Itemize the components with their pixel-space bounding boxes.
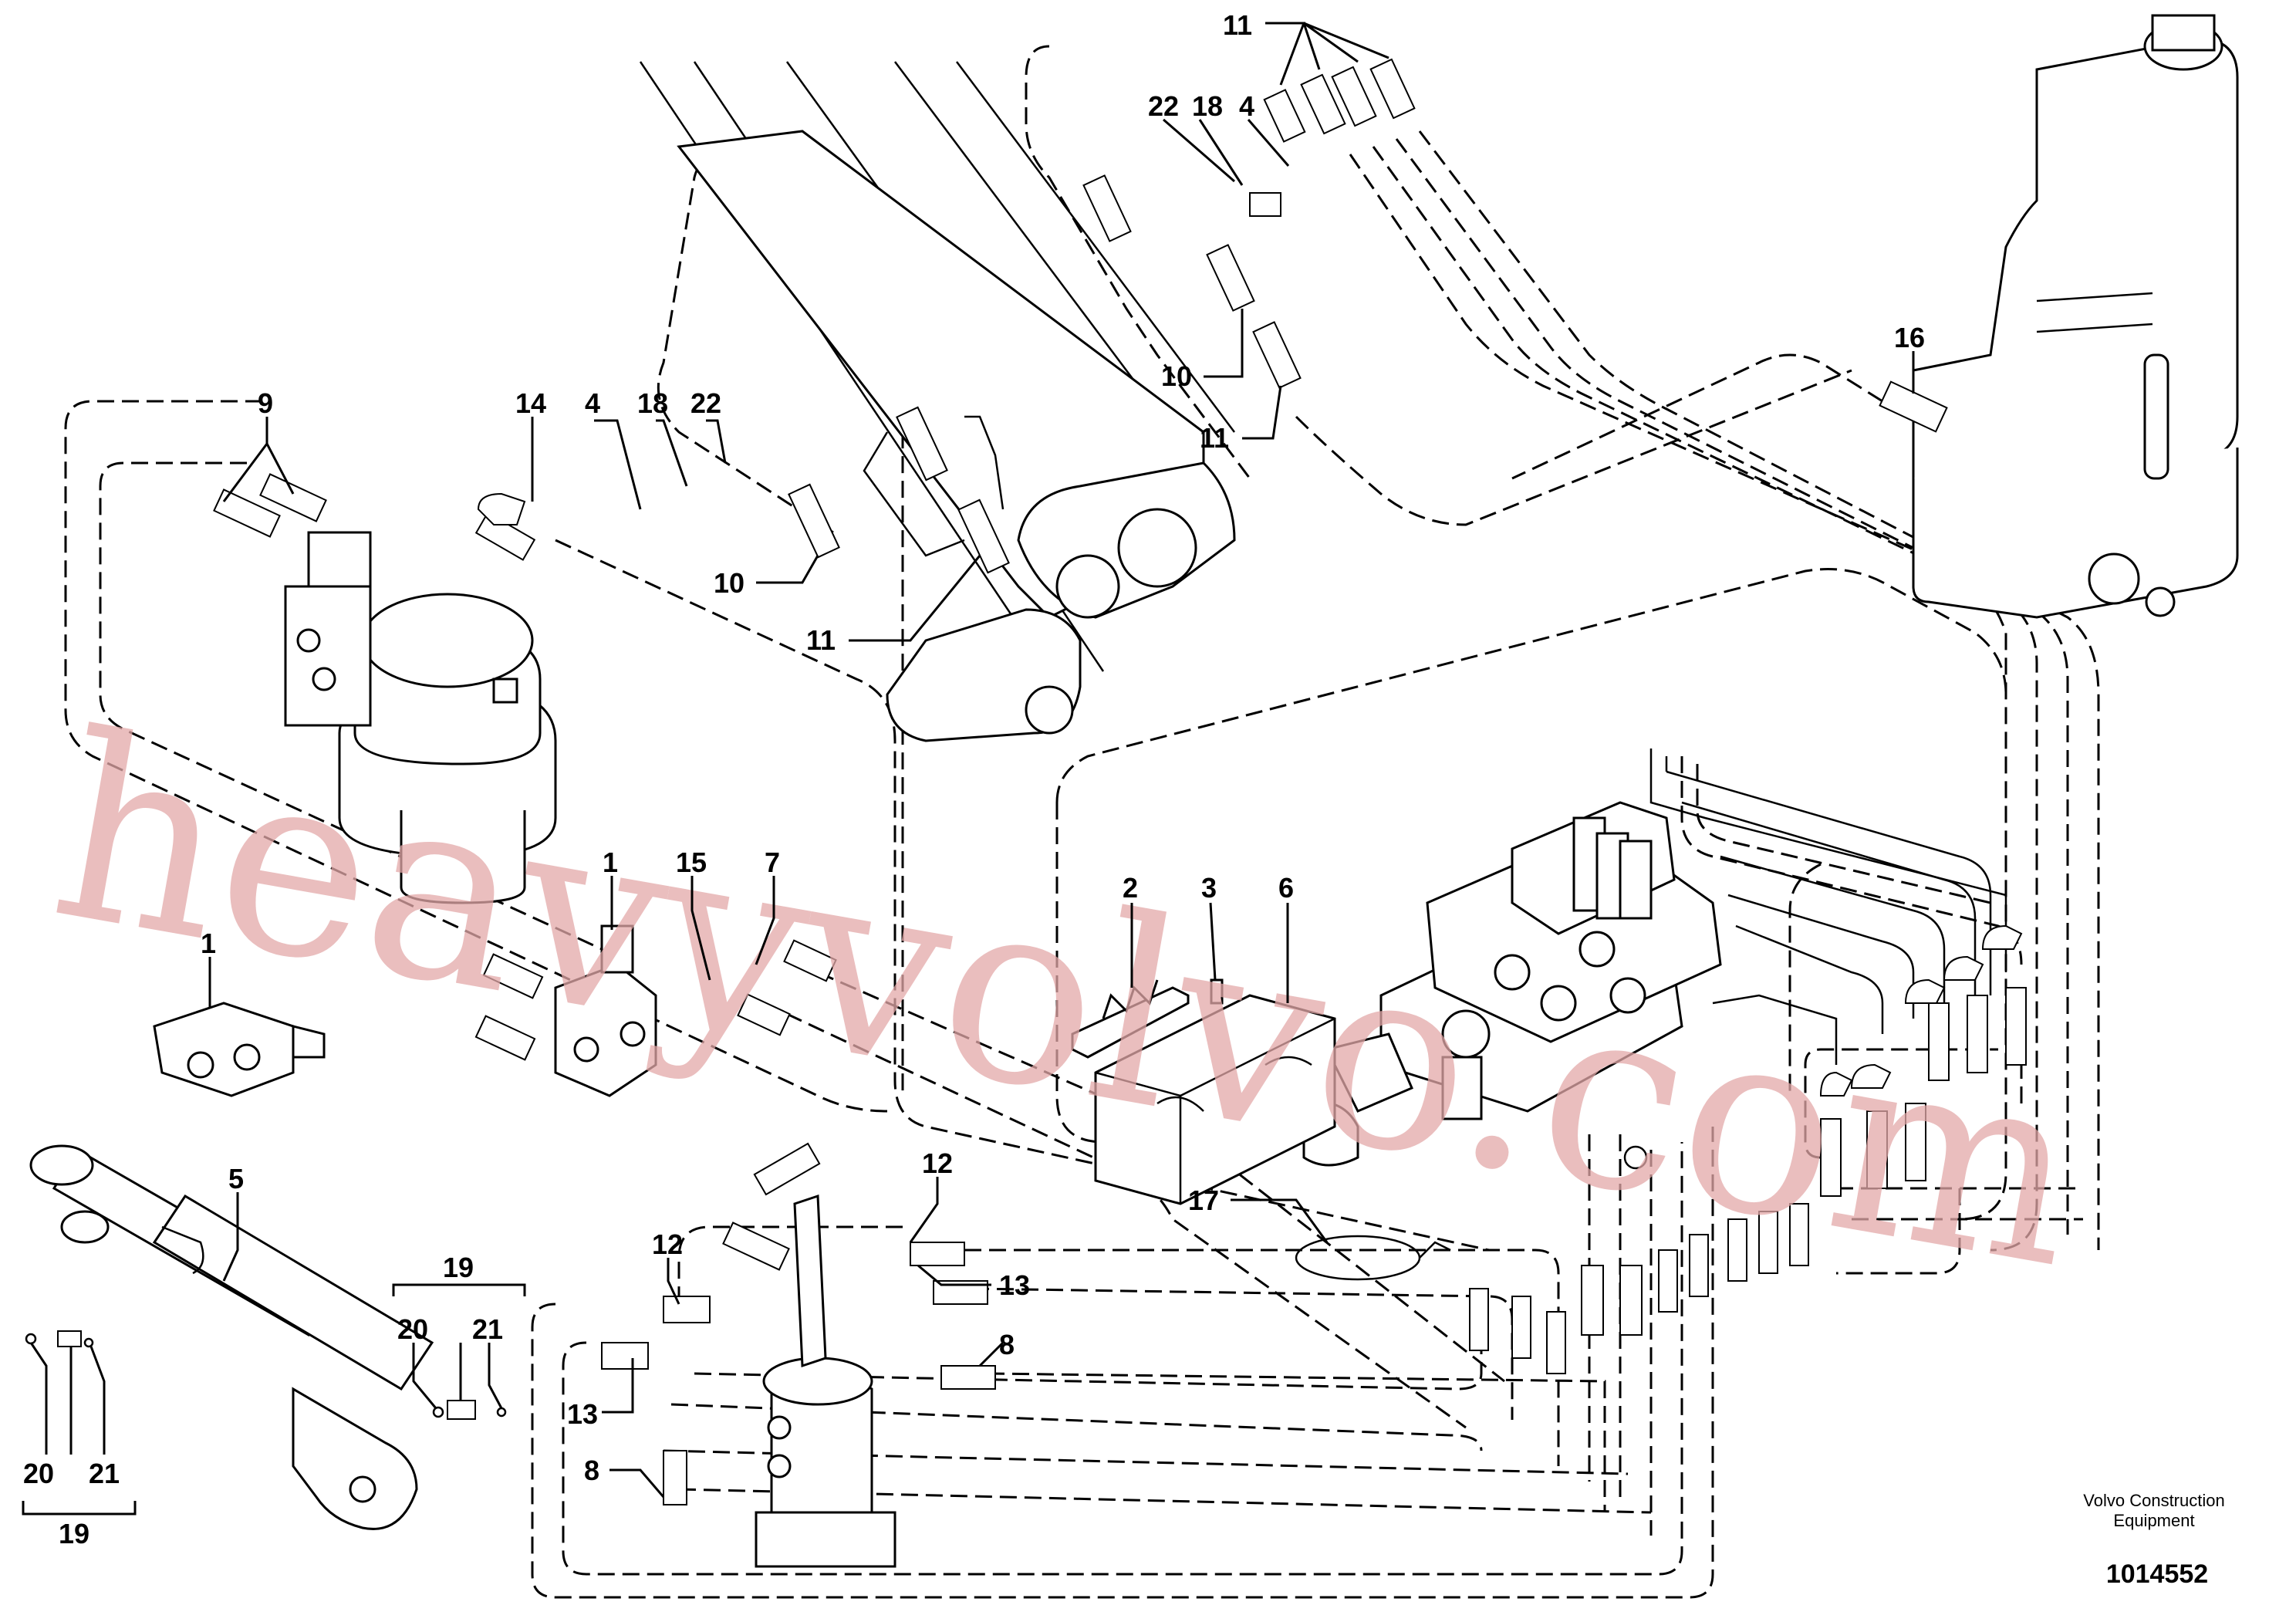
callout-4-mid: 4 [585, 387, 600, 419]
control-valve [1302, 801, 1722, 1167]
rigid-pipes [1649, 748, 2007, 1065]
callout-5: 5 [228, 1163, 244, 1195]
brand-line-1: Volvo Construction [2083, 1491, 2225, 1510]
callout-10-mid: 10 [714, 567, 745, 599]
callout-12-upper: 12 [922, 1147, 953, 1179]
callout-8-right: 8 [999, 1329, 1015, 1360]
swing-motor [284, 531, 557, 904]
callout-19-lower: 19 [59, 1518, 89, 1549]
callout-3: 3 [1201, 872, 1217, 904]
callout-22-top: 22 [1148, 90, 1179, 122]
rotary-joint [755, 1194, 896, 1568]
callout-8-left: 8 [584, 1455, 599, 1486]
callout-21-upper: 21 [472, 1313, 503, 1345]
drawing-number: 1014552 [2105, 1559, 2209, 1589]
small-valves [153, 924, 657, 1097]
callout-14: 14 [515, 387, 546, 419]
callout-19-upper: 19 [443, 1252, 474, 1283]
brand-line-2: Equipment [2113, 1511, 2195, 1530]
hydraulic-tank [1912, 14, 2239, 619]
callout-10-top: 10 [1161, 360, 1192, 392]
callout-12-left: 12 [652, 1228, 683, 1260]
callout-11-top: 11 [1223, 9, 1252, 41]
cylinder [29, 1144, 434, 1530]
callout-17: 17 [1188, 1184, 1219, 1216]
hose-fittings [25, 58, 2027, 1505]
brand-caption: Volvo Construction Equipment [2061, 1491, 2247, 1531]
callout-15: 15 [676, 846, 707, 878]
callout-1-upper: 1 [603, 846, 618, 878]
callout-13-left: 13 [567, 1398, 598, 1430]
leader-lines [22, 22, 1915, 1516]
callout-16: 16 [1894, 322, 1925, 353]
callout-9: 9 [258, 387, 273, 419]
callout-13-right: 13 [999, 1269, 1030, 1301]
mounting-parts [1071, 978, 1451, 1281]
callout-1-lower: 1 [201, 928, 216, 959]
boom-arm [639, 61, 1236, 742]
callout-18-top: 18 [1192, 90, 1223, 122]
callout-labels: 11 22 18 4 10 11 16 9 14 4 18 22 10 11 1… [23, 9, 1925, 1549]
callout-11-lower: 11 [806, 624, 836, 656]
callout-20-lower: 20 [23, 1458, 54, 1489]
callout-22-mid: 22 [690, 387, 721, 419]
callout-21-lower: 21 [89, 1458, 120, 1489]
callout-20-upper: 20 [397, 1313, 428, 1345]
callout-7: 7 [765, 846, 780, 878]
callout-6: 6 [1278, 872, 1294, 904]
watermark: heavyvolvo.com [35, 678, 2099, 1325]
callout-11-mid: 11 [1200, 422, 1229, 454]
callout-2: 2 [1123, 872, 1138, 904]
callout-18-mid: 18 [637, 387, 668, 419]
callout-4-top: 4 [1239, 90, 1254, 122]
